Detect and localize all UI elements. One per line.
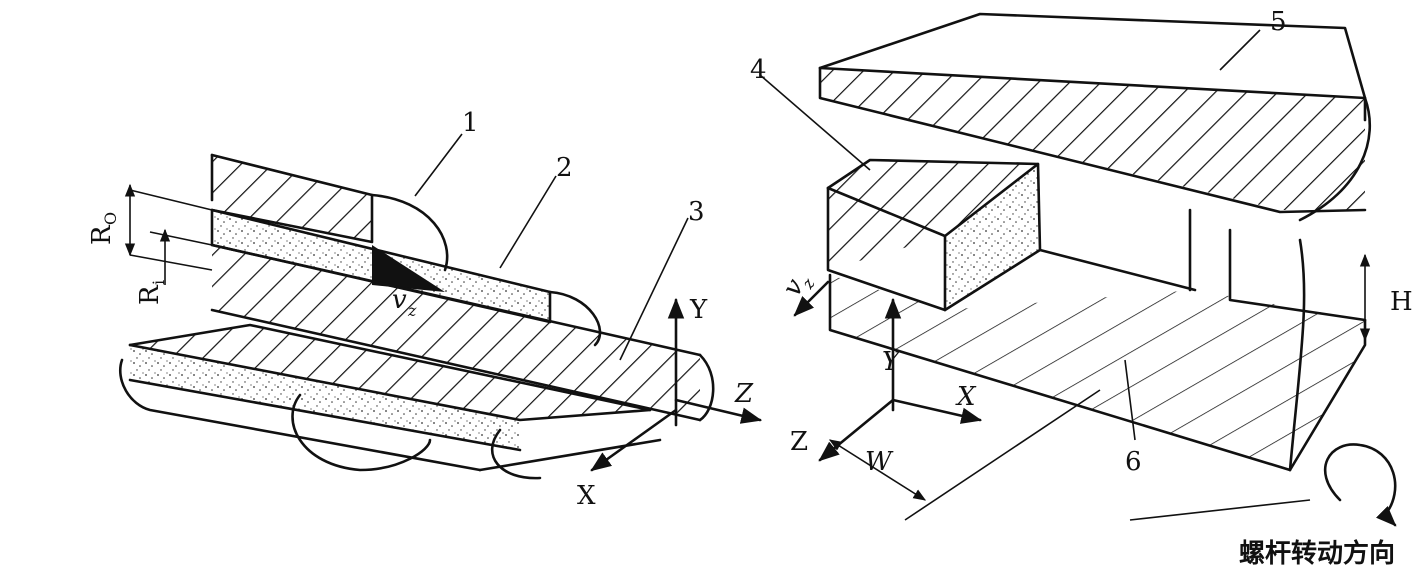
svg-text:R: R (135, 284, 165, 305)
barrel-section (210, 153, 449, 272)
part-label-4: 4 (750, 55, 767, 85)
part-label-3: 3 (688, 197, 705, 227)
svg-text:i: i (149, 280, 168, 285)
radius-dimensions: R O R i (87, 183, 213, 305)
svg-text:O: O (101, 212, 120, 225)
outer-radius-label: R O (87, 212, 120, 245)
screw-channel-body (828, 238, 1367, 472)
right-axis-y-label: Y (882, 347, 902, 377)
part-label-5: 5 (1270, 7, 1287, 37)
left-axis-y-label: Y (689, 295, 708, 325)
screw-root (119, 243, 715, 480)
height-label: H (1390, 287, 1413, 317)
barrel-plate (818, 12, 1372, 222)
left-axis-z-label: Z (734, 379, 754, 409)
left-axis-x-label: X (577, 481, 596, 511)
svg-text:R: R (87, 224, 117, 245)
right-axis-z-label: Z (790, 427, 808, 457)
right-axis-x-label: X (955, 382, 977, 412)
part-label-2: 2 (556, 153, 573, 183)
right-leaders: 4 5 6 (750, 7, 1287, 477)
inner-radius-label: R i (135, 280, 168, 305)
width-label: W (865, 447, 894, 477)
right-diagram: Y X Z W H v z 4 5 6 (750, 7, 1413, 527)
rotation-direction-caption: 螺杆转动方向 (1239, 538, 1395, 569)
part-label-6: 6 (1125, 447, 1142, 477)
left-leaders: 1 2 3 (414, 108, 705, 361)
part-label-1: 1 (462, 108, 479, 138)
rotation-direction-indicator (1323, 443, 1397, 527)
left-diagram: v z R (87, 108, 763, 511)
left-axes: Y Z X (577, 295, 763, 511)
